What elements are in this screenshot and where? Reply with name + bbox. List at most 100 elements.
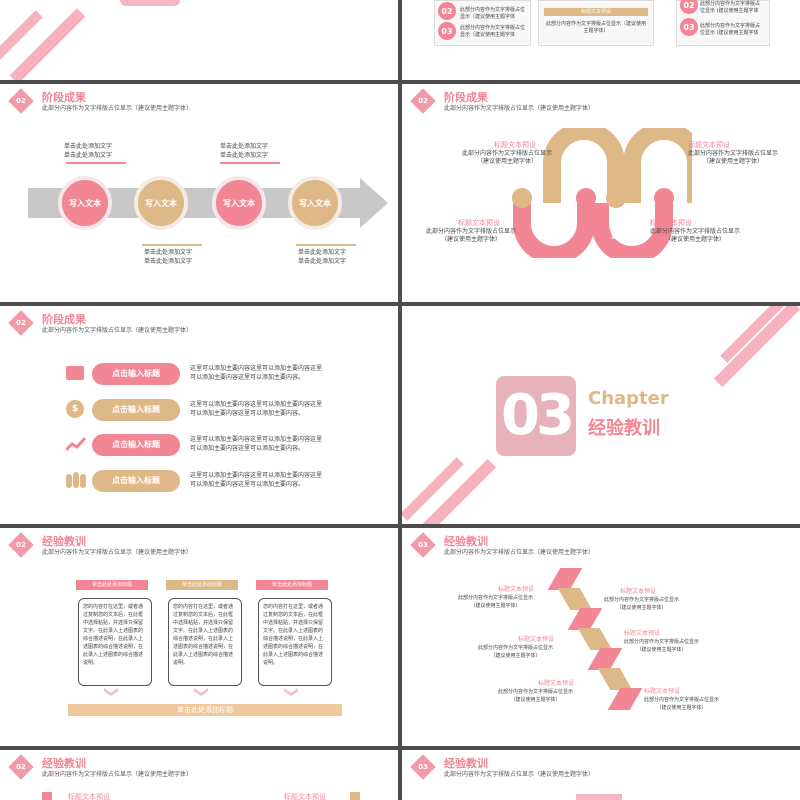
label-body: 此部分内容作为文字排版占位显示 （建议使用主题字体） bbox=[624, 639, 700, 653]
section-number: 02 bbox=[16, 319, 26, 327]
block-title: 标题文本预设 bbox=[458, 219, 500, 227]
label-body: 此部分内容作为文字排版占位显示 （建议使用主题字体） bbox=[458, 595, 534, 609]
label-title: 标题文本预设 bbox=[498, 586, 535, 593]
block-body: 此部分内容作为文字排版占位显示 （建议使用主题字体） bbox=[426, 228, 517, 243]
chevron-down-icon bbox=[284, 688, 298, 696]
checkbox-icon bbox=[42, 792, 52, 800]
twitter-icon: ✦ bbox=[533, 230, 541, 240]
slide-title: 阶段成果 bbox=[444, 91, 488, 104]
slide-thumbnail-stage-results-ushape[interactable]: 02 阶段成果 此部分内容作为文字排版占位显示（建议使用主题字体） ✓ V ✦ … bbox=[402, 84, 800, 302]
card-header[interactable]: 单击此处添加标题 bbox=[166, 580, 238, 590]
block-title: 标题文本预设 bbox=[650, 219, 692, 227]
title-pill[interactable]: 点击输入标题 bbox=[92, 470, 180, 492]
partial-shape bbox=[576, 794, 622, 800]
zigzag-block bbox=[577, 628, 613, 650]
chapter-number-partial bbox=[120, 0, 180, 6]
caption-top[interactable]: 单击此处添加文字 单击此处添加文字 bbox=[220, 143, 269, 159]
checkbox-icon bbox=[350, 792, 360, 800]
row-text: 这里可以添加主要内容这里可以添加主要内容这里 可以添加主要内容这里可以添加主要内… bbox=[190, 436, 323, 452]
process-circle[interactable]: 写入文本 bbox=[288, 176, 342, 230]
center-box bbox=[538, 0, 654, 46]
item-text: 此部分内容作为文字排版占位显示 (建议使用主题字体 bbox=[700, 23, 761, 36]
chapter-number: 03 bbox=[496, 376, 576, 456]
decor-stripe bbox=[402, 457, 464, 521]
slide-title: 经验教训 bbox=[444, 535, 488, 548]
chevron-down-icon bbox=[104, 688, 118, 696]
zigzag-block bbox=[597, 668, 633, 690]
block-title: 标题文本预设 bbox=[688, 141, 730, 149]
center-label: 标题文本预设 bbox=[544, 8, 648, 16]
caption-top-underline bbox=[220, 162, 280, 164]
caption-bottom-line bbox=[142, 244, 202, 246]
item-num: 02 bbox=[438, 2, 456, 20]
slide-thumbnail-stage-results-list[interactable]: 02 阶段成果 此部分内容作为文字排版占位显示（建议使用主题字体） 点击输入标题… bbox=[0, 306, 398, 524]
zigzag-block bbox=[547, 568, 583, 590]
slide-subtitle: 此部分内容作为文字排版占位显示（建议使用主题字体） bbox=[444, 105, 595, 112]
caption-bottom[interactable]: 单击此处添加文字 单击此处添加文字 bbox=[144, 249, 193, 265]
slide-title: 经验教训 bbox=[444, 757, 488, 770]
slide-thumbnail-stage-results-arrow[interactable]: 02 阶段成果 此部分内容作为文字排版占位显示（建议使用主题字体） 写入文本 写… bbox=[0, 84, 398, 302]
slide-thumbnail-chapter-03[interactable]: 03 Chapter 经验教训 bbox=[402, 306, 800, 524]
partial-title: 标题文本预设 bbox=[284, 793, 326, 800]
item-num: 03 bbox=[438, 22, 456, 40]
slide-title: 阶段成果 bbox=[42, 313, 86, 326]
slide-title: 阶段成果 bbox=[42, 91, 86, 104]
card-body: 您的内容打在这里，或者通过复制您的文本后，在此框中选择粘贴，并选择只保留文字。在… bbox=[168, 598, 242, 686]
card-header[interactable]: 单击此处添加标题 bbox=[256, 580, 328, 590]
u-shape-graphic bbox=[512, 128, 692, 258]
block-body: 此部分内容作为文字排版占位显示 （建议使用主题字体） bbox=[688, 150, 779, 165]
block-body: 此部分内容作为文字排版占位显示 （建议使用主题字体） bbox=[462, 150, 553, 165]
footer-bar[interactable]: 单击此处添加标题 bbox=[68, 704, 342, 716]
card-header[interactable]: 单击此处添加标题 bbox=[76, 580, 148, 590]
slide-thumbnail-top-left[interactable] bbox=[0, 0, 398, 80]
label-title: 标题文本预设 bbox=[620, 588, 657, 595]
label-body: 此部分内容作为文字排版占位显示 （建议使用主题字体） bbox=[498, 689, 574, 703]
section-number: 02 bbox=[16, 763, 26, 771]
slide-subtitle: 此部分内容作为文字排版占位显示（建议使用主题字体） bbox=[42, 327, 193, 334]
section-number: 03 bbox=[418, 763, 428, 771]
caption-top-underline bbox=[66, 162, 126, 164]
slide-subtitle: 此部分内容作为文字排版占位显示（建议使用主题字体） bbox=[42, 105, 193, 112]
slide-thumbnail-lessons-partial-left[interactable]: 02 经验教训 此部分内容作为文字排版占位显示（建议使用主题字体） 标题文本预设… bbox=[0, 750, 398, 800]
caption-bottom[interactable]: 单击此处添加文字 单击此处添加文字 bbox=[298, 249, 347, 265]
card-body: 您的内容打在这里，或者通过复制您的文本后，在此框中选择粘贴，并选择只保留文字。在… bbox=[78, 598, 152, 686]
label-title: 标题文本预设 bbox=[538, 680, 575, 687]
process-circle[interactable]: 写入文本 bbox=[58, 176, 112, 230]
slide-thumbnail-lessons-zigzag[interactable]: 03 经验教训 此部分内容作为文字排版占位显示（建议使用主题字体） 标题文本预设… bbox=[402, 528, 800, 746]
slide-subtitle: 此部分内容作为文字排版占位显示（建议使用主题字体） bbox=[42, 771, 193, 778]
process-circle[interactable]: 写入文本 bbox=[134, 176, 188, 230]
section-number: 02 bbox=[16, 541, 26, 549]
label-body: 此部分内容作为文字排版占位显示 （建议使用主题字体） bbox=[604, 597, 680, 611]
chapter-title: 经验教训 bbox=[588, 418, 660, 439]
section-number: 02 bbox=[418, 97, 428, 105]
check-icon: ✓ bbox=[570, 148, 584, 162]
caption-top[interactable]: 单击此处添加文字 单击此处添加文字 bbox=[64, 143, 113, 159]
slide-subtitle: 此部分内容作为文字排版占位显示（建议使用主题字体） bbox=[444, 549, 595, 556]
block-body: 此部分内容作为文字排版占位显示 （建议使用主题字体） bbox=[650, 228, 741, 243]
coin-icon: $ bbox=[66, 400, 84, 418]
title-pill[interactable]: 点击输入标题 bbox=[92, 363, 180, 385]
process-circle[interactable]: 写入文本 bbox=[212, 176, 266, 230]
section-number: 03 bbox=[418, 541, 428, 549]
slide-title: 经验教训 bbox=[42, 757, 86, 770]
item-num: 03 bbox=[680, 18, 698, 36]
chart-icon bbox=[66, 437, 86, 452]
label-title: 标题文本预设 bbox=[624, 630, 661, 637]
block-title: 标题文本预设 bbox=[494, 141, 536, 149]
title-pill[interactable]: 点击输入标题 bbox=[92, 399, 180, 421]
slide-thumbnail-lessons-partial-right[interactable]: 03 经验教训 此部分内容作为文字排版占位显示（建议使用主题字体） bbox=[402, 750, 800, 800]
zigzag-block bbox=[587, 648, 623, 670]
slide-subtitle: 此部分内容作为文字排版占位显示（建议使用主题字体） bbox=[444, 771, 595, 778]
item-text: 此部分内容作为文字排版占位显示（建议使用主题字体 bbox=[460, 7, 526, 20]
briefcase-icon bbox=[66, 366, 84, 380]
partial-title: 标题文本预设 bbox=[68, 793, 110, 800]
slide-thumbnail-top-right[interactable]: 02 此部分内容作为文字排版占位显示（建议使用主题字体 03 此部分内容作为文字… bbox=[402, 0, 800, 80]
label-body: 此部分内容作为文字排版占位显示 （建议使用主题字体） bbox=[478, 645, 554, 659]
slide-title: 经验教训 bbox=[42, 535, 86, 548]
title-pill[interactable]: 点击输入标题 bbox=[92, 434, 180, 456]
slide-thumbnail-lessons-cards[interactable]: 02 经验教训 此部分内容作为文字排版占位显示（建议使用主题字体） 单击此处添加… bbox=[0, 528, 398, 746]
center-text: 此部分内容作为文字排版占位显示（建议使用主题字体） bbox=[546, 21, 647, 34]
zigzag-block bbox=[607, 688, 643, 710]
label-title: 标题文本预设 bbox=[518, 636, 555, 643]
chapter-label: Chapter bbox=[588, 388, 669, 409]
